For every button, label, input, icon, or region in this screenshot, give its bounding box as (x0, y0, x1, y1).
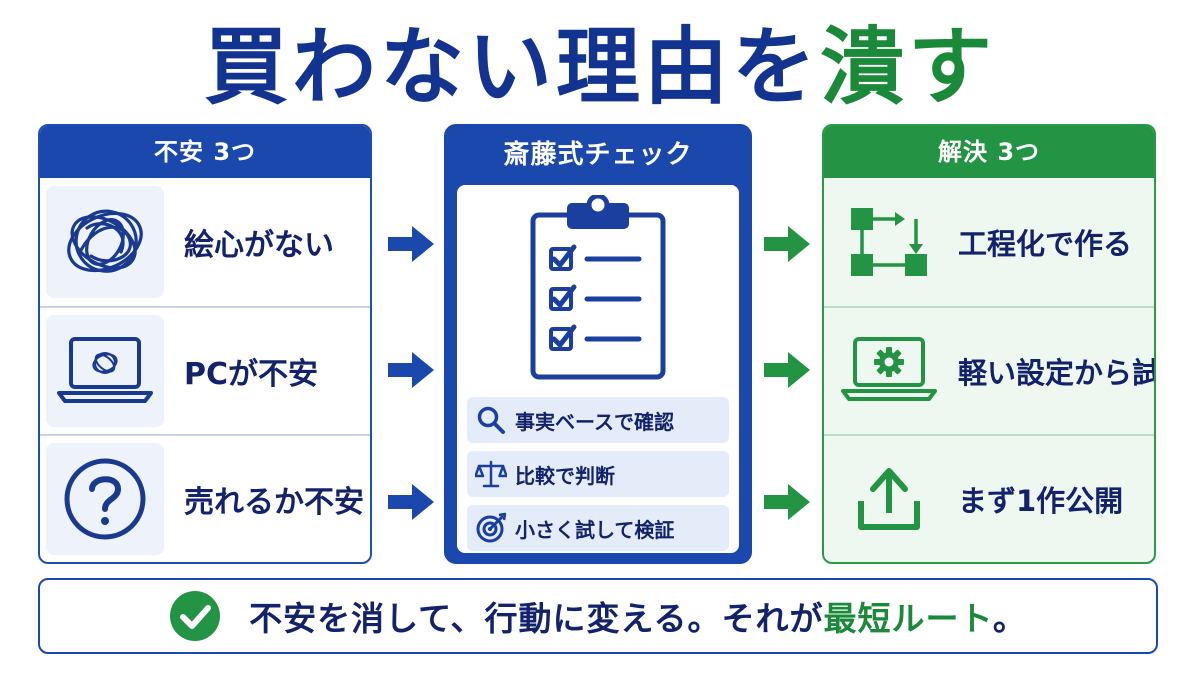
summary-accent: 最短ルート (823, 599, 993, 638)
method-label: 比較で判断 (515, 463, 615, 488)
summary-text: 不安を消して、行動に変える。それが最短ルート。 (249, 592, 1027, 640)
laptop-icon (46, 315, 164, 427)
check-method-body: 事実ベースで確認 比較で判断 (457, 185, 739, 553)
title-main: 買わない理由を (203, 18, 820, 116)
flowchart-icon (830, 186, 948, 298)
scale-icon (467, 459, 515, 489)
anxiety-item-label: PCが不安 (184, 357, 319, 392)
method-small-test: 小さく試して検証 (467, 505, 729, 551)
scribble-icon (46, 186, 164, 298)
solution-item-label: まず1作公開 (958, 484, 1124, 518)
anxiety-item-label: 絵心がない (184, 228, 334, 263)
solution-panel-header: 解決 3つ (824, 126, 1154, 178)
summary-tail: 。 (992, 599, 1027, 638)
anxiety-item: PCが不安 (40, 306, 370, 434)
anxiety-item-label: 売れるか不安 (184, 485, 364, 520)
check-circle-icon (170, 591, 221, 641)
title-accent: 潰す (820, 18, 997, 116)
question-icon (46, 443, 164, 555)
laptop-gear-icon (830, 315, 948, 427)
target-icon (467, 512, 515, 544)
arrow-right-icon (388, 484, 434, 520)
arrow-right-icon (764, 352, 810, 388)
summary-banner: 不安を消して、行動に変える。それが最短ルート。 (38, 578, 1158, 654)
anxiety-panel-header: 不安 3つ (40, 126, 370, 178)
arrow-right-icon (388, 352, 434, 388)
clipboard-checklist-icon (530, 195, 666, 380)
solution-item: 軽い設定から試す (824, 306, 1154, 434)
summary-main: 不安を消して、行動に変える。それが (249, 599, 824, 638)
solution-panel: 解決 3つ 工程化で作る (822, 124, 1156, 564)
anxiety-panel: 不安 3つ 絵心がない (38, 124, 372, 564)
method-fact-check: 事実ベースで確認 (467, 397, 729, 443)
check-method-panel: 斎藤式チェック (444, 124, 752, 564)
method-label: 事実ベースで確認 (515, 409, 674, 434)
arrow-right-icon (764, 226, 810, 262)
solution-item-label: 工程化で作る (958, 227, 1133, 261)
page-title: 買わない理由を潰す (0, 12, 1200, 122)
search-icon (467, 405, 515, 435)
solution-item: まず1作公開 (824, 434, 1154, 562)
solution-item: 工程化で作る (824, 178, 1154, 306)
arrow-right-icon (764, 484, 810, 520)
method-label: 小さく試して検証 (515, 517, 675, 542)
anxiety-item: 絵心がない (40, 178, 370, 306)
method-compare: 比較で判断 (467, 451, 729, 497)
anxiety-item: 売れるか不安 (40, 434, 370, 562)
upload-icon (830, 443, 948, 555)
solution-item-label: 軽い設定から試す (958, 356, 1154, 390)
arrow-right-icon (388, 226, 434, 262)
check-method-header: 斎藤式チェック (503, 140, 693, 170)
